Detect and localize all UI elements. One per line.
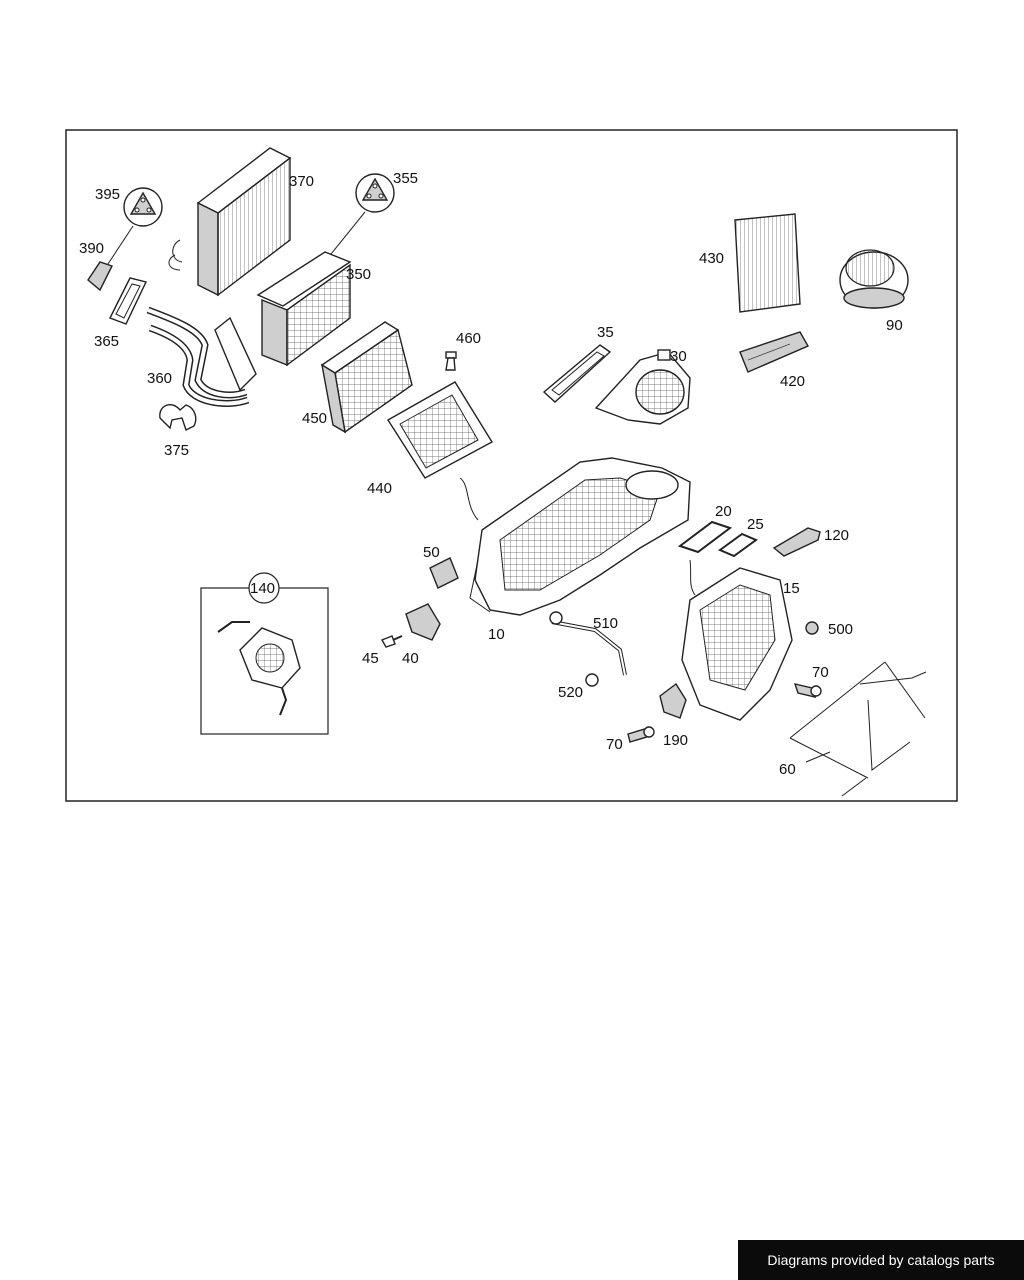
diagram-frame (65, 129, 958, 802)
callout-90: 90 (886, 317, 903, 334)
callout-60: 60 (779, 761, 796, 778)
hvac-housing-10 (469, 457, 691, 616)
callout-30: 30 (670, 348, 687, 365)
callout-350: 350 (346, 266, 371, 283)
callout-50: 50 (423, 544, 440, 561)
callout-510: 510 (593, 615, 618, 632)
actuator-40 (405, 603, 441, 641)
reference-sketch-60 (789, 661, 927, 797)
callout-190: 190 (663, 732, 688, 749)
callout-40: 40 (402, 650, 419, 667)
sensor-120 (772, 527, 821, 557)
gasket-35 (542, 344, 612, 403)
lower-housing-15 (681, 559, 793, 721)
sensor-50 (429, 557, 459, 589)
callout-70-left: 70 (606, 736, 623, 753)
callout-360: 360 (147, 370, 172, 387)
callout-520: 520 (558, 684, 583, 701)
evaporator-350 (256, 251, 352, 367)
callout-35: 35 (597, 324, 614, 341)
actuator-190 (659, 682, 687, 719)
screw-70b (627, 726, 655, 743)
callout-390: 390 (79, 240, 104, 257)
credit-banner: Diagrams provided by catalogs parts (738, 1240, 1024, 1280)
blower-motor-90 (839, 249, 909, 309)
callout-140: 140 (250, 580, 275, 597)
screw-500 (805, 621, 819, 635)
nut-520 (585, 673, 599, 687)
gasket-365 (109, 277, 147, 325)
heater-tubes-360 (146, 306, 257, 407)
callout-25: 25 (747, 516, 764, 533)
seal-355 (355, 173, 395, 213)
panel-450 (320, 321, 413, 434)
callout-440: 440 (367, 480, 392, 497)
callout-45: 45 (362, 650, 379, 667)
callout-10: 10 (488, 626, 505, 643)
cabin-filter-430 (734, 213, 801, 313)
callout-500: 500 (828, 621, 853, 638)
inset-box-140 (200, 572, 329, 735)
heater-core-370 (168, 147, 292, 297)
resistor-420 (739, 331, 809, 373)
gasket-25 (717, 532, 759, 558)
callout-430: 430 (699, 250, 724, 267)
callout-70-right: 70 (812, 664, 829, 681)
screw-70a (793, 683, 822, 698)
blower-housing-30 (594, 349, 691, 425)
screw-45 (380, 635, 403, 648)
clip-390 (87, 261, 113, 292)
callout-375: 375 (164, 442, 189, 459)
clamp-375 (159, 404, 197, 431)
callout-15: 15 (783, 580, 800, 597)
callout-20: 20 (715, 503, 732, 520)
callout-355: 355 (393, 170, 418, 187)
callout-365: 365 (94, 333, 119, 350)
pin-460 (445, 351, 457, 371)
callout-370: 370 (289, 173, 314, 190)
callout-120: 120 (824, 527, 849, 544)
seal-395 (123, 187, 163, 227)
gasket-20 (677, 520, 733, 554)
callout-395: 395 (95, 186, 120, 203)
bracket-510 (549, 611, 627, 676)
callout-450: 450 (302, 410, 327, 427)
callout-420: 420 (780, 373, 805, 390)
frame-440 (387, 381, 493, 521)
callout-460: 460 (456, 330, 481, 347)
